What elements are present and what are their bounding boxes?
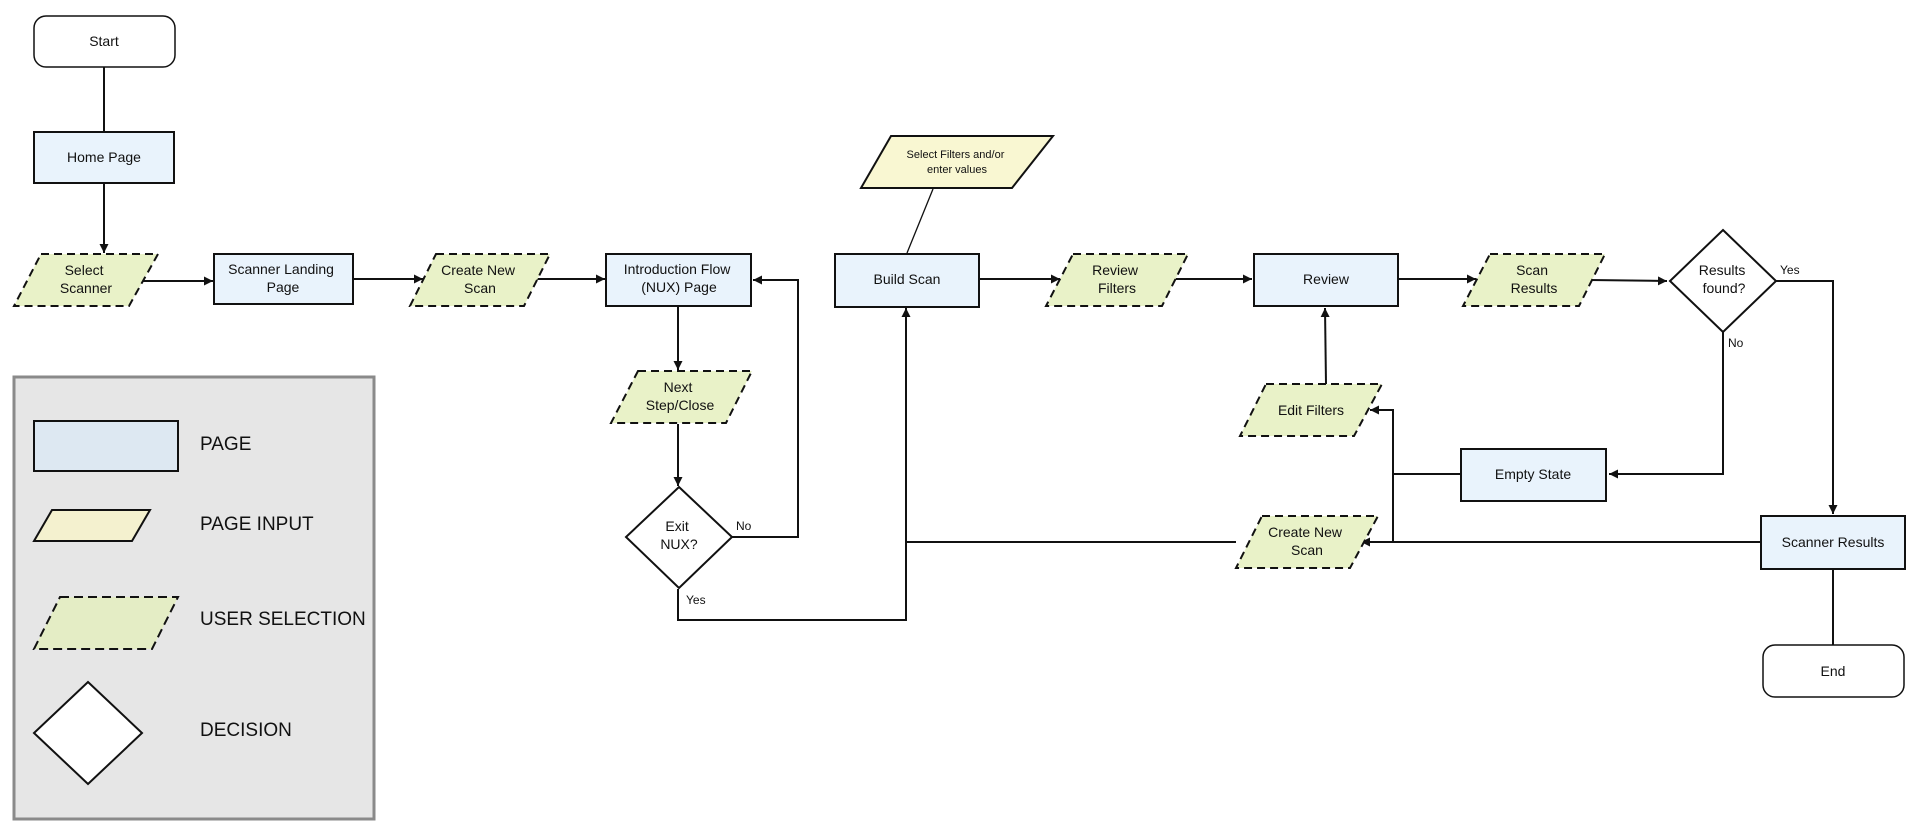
nodes: Start Home Page Select Scanner Scanner L… xyxy=(12,15,1906,698)
legend-page-swatch xyxy=(33,420,179,472)
select-scanner-label: Select Scanner xyxy=(60,262,112,296)
edge-empty-state-to-edit-filters xyxy=(1370,405,1460,475)
legend-decision-swatch xyxy=(32,680,144,786)
home-page-label: Home Page xyxy=(67,149,141,165)
build-scan-label: Build Scan xyxy=(874,271,941,287)
scan-results-line-2: Results xyxy=(1511,280,1558,296)
build-scan-node xyxy=(834,253,980,308)
exit-nux-label: Exit NUX? xyxy=(660,518,698,552)
select-filters-note-line-1: Select Filters and/or xyxy=(907,149,1005,161)
create-new-scan-bottom-line-2: Scan xyxy=(1291,542,1323,558)
review-filters-label: Review Filters xyxy=(1092,262,1142,296)
results-found-line-1: Results xyxy=(1699,262,1746,278)
legend-user-selection-swatch xyxy=(32,596,180,650)
end-label: End xyxy=(1821,663,1846,679)
edit-filters-label: Edit Filters xyxy=(1278,402,1344,418)
select-filters-note-line-2: enter values xyxy=(927,164,987,176)
create-new-scan-bottom-label: Create New Scan xyxy=(1268,524,1346,558)
note-connector-line xyxy=(906,188,934,254)
results-found-line-2: found? xyxy=(1703,280,1746,296)
scan-results-label: Scan Results xyxy=(1511,262,1558,296)
select-scanner-line-1: Select xyxy=(65,262,104,278)
scanner-landing-line-2: Page xyxy=(267,279,300,295)
results-found-decision xyxy=(1668,228,1778,334)
scan-results-line-1: Scan xyxy=(1516,262,1548,278)
legend-decision-label: DECISION xyxy=(200,720,292,741)
review-label: Review xyxy=(1303,271,1350,287)
legend-page-input-label: PAGE INPUT xyxy=(200,514,314,535)
edge-exit-yes-to-build xyxy=(677,308,911,621)
scanner-landing-page-node xyxy=(213,253,354,305)
results-found-label: Results found? xyxy=(1699,262,1750,296)
review-filters-line-1: Review xyxy=(1092,262,1139,278)
exit-nux-yes-label: Yes xyxy=(686,593,706,607)
exit-nux-decision xyxy=(624,485,734,590)
create-new-scan-top-line-1: Create New xyxy=(441,262,516,278)
exit-nux-no-label: No xyxy=(736,519,752,533)
introduction-flow-node xyxy=(605,253,752,307)
create-new-scan-top-label: Create New Scan xyxy=(441,262,519,296)
edge-results-yes-to-scanner-results xyxy=(1775,280,1838,514)
scanner-results-label: Scanner Results xyxy=(1782,534,1885,550)
edge-edit-filters-to-review xyxy=(1320,307,1330,385)
edge-scan-results-to-decision xyxy=(1589,276,1668,286)
results-found-yes-label: Yes xyxy=(1780,263,1800,277)
scanner-results-node xyxy=(1760,515,1906,570)
create-new-scan-bottom-line-1: Create New xyxy=(1268,524,1343,540)
introduction-flow-label: Introduction Flow (NUX) Page xyxy=(624,261,735,295)
exit-nux-line-2: NUX? xyxy=(660,536,698,552)
end-terminal xyxy=(1762,644,1905,698)
select-scanner-node xyxy=(12,253,160,307)
introduction-flow-line-1: Introduction Flow xyxy=(624,261,731,277)
create-new-scan-top-line-2: Scan xyxy=(464,280,496,296)
home-page-node xyxy=(33,131,175,184)
legend-user-selection-label: USER SELECTION xyxy=(200,609,366,630)
select-scanner-line-2: Scanner xyxy=(60,280,112,296)
exit-nux-line-1: Exit xyxy=(665,518,688,534)
select-filters-note-label: Select Filters and/or enter values xyxy=(907,149,1008,176)
review-filters-line-2: Filters xyxy=(1098,280,1136,296)
create-new-scan-top-node xyxy=(408,253,552,307)
scanner-landing-page-label: Scanner Landing Page xyxy=(228,261,338,295)
next-step-close-node xyxy=(609,370,754,424)
next-step-close-line-1: Next xyxy=(664,379,693,395)
legend-page-input-swatch xyxy=(32,509,152,542)
introduction-flow-line-2: (NUX) Page xyxy=(641,279,717,295)
edge-exit-no-to-intro xyxy=(732,275,799,538)
edit-filters-node xyxy=(1238,383,1384,437)
start-label: Start xyxy=(89,33,119,49)
scanner-landing-line-1: Scanner Landing xyxy=(228,261,334,277)
edge-results-no-to-empty-state xyxy=(1609,332,1724,479)
empty-state-label: Empty State xyxy=(1495,466,1571,482)
next-step-close-line-2: Step/Close xyxy=(646,397,715,413)
legend: PAGE PAGE INPUT USER SELECTION DECISION xyxy=(12,375,376,821)
connectors xyxy=(99,67,1838,645)
review-node xyxy=(1253,253,1399,307)
next-step-close-label: Next Step/Close xyxy=(646,379,715,413)
start-terminal xyxy=(33,15,176,68)
legend-page-label: PAGE xyxy=(200,434,251,455)
create-new-scan-bottom-node xyxy=(1234,515,1380,569)
select-filters-note xyxy=(859,135,1056,189)
results-found-no-label: No xyxy=(1728,336,1744,350)
scan-results-node xyxy=(1461,253,1607,307)
review-filters-node xyxy=(1044,253,1190,307)
empty-state-node xyxy=(1460,448,1607,502)
